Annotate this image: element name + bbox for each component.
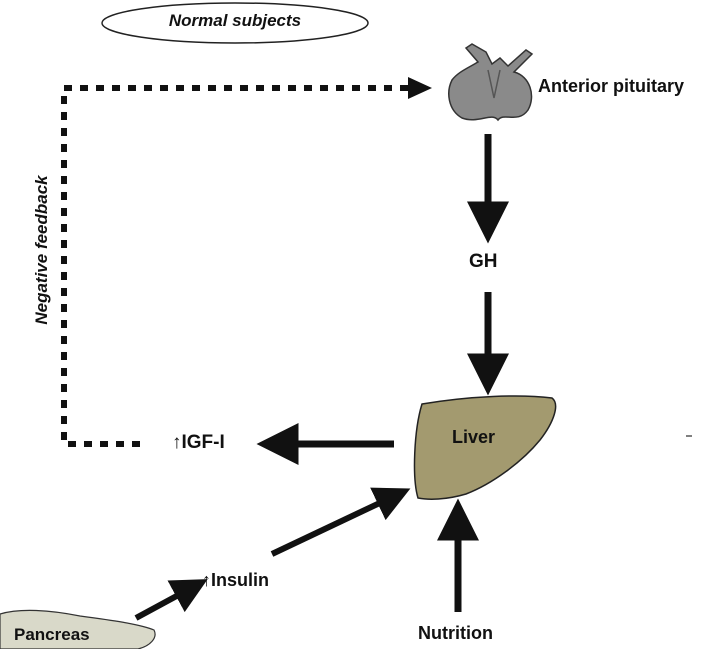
arrow-pancreas-to-insulin [134,579,208,621]
feedback-arrowhead [408,77,432,99]
title-oval [101,2,369,44]
label-insulin: ↑Insulin [202,570,269,590]
label-liver: Liver [452,427,496,447]
label-nutrition: Nutrition [418,623,493,643]
label-igf: ↑IGF-I [172,432,225,453]
diagram-title: Normal subjects [168,11,302,30]
label-negative-feedback: Negative feedback [32,175,51,325]
pituitary-icon [448,43,534,122]
label-gh: GH [469,251,498,272]
arrow-insulin-to-liver [270,487,411,557]
pancreas-shape [0,609,156,650]
label-pancreas: Pancreas [14,625,90,644]
liver-shape [413,395,557,500]
negative-feedback-path [61,85,408,447]
label-anterior-pituitary: Anterior pituitary [538,76,685,96]
